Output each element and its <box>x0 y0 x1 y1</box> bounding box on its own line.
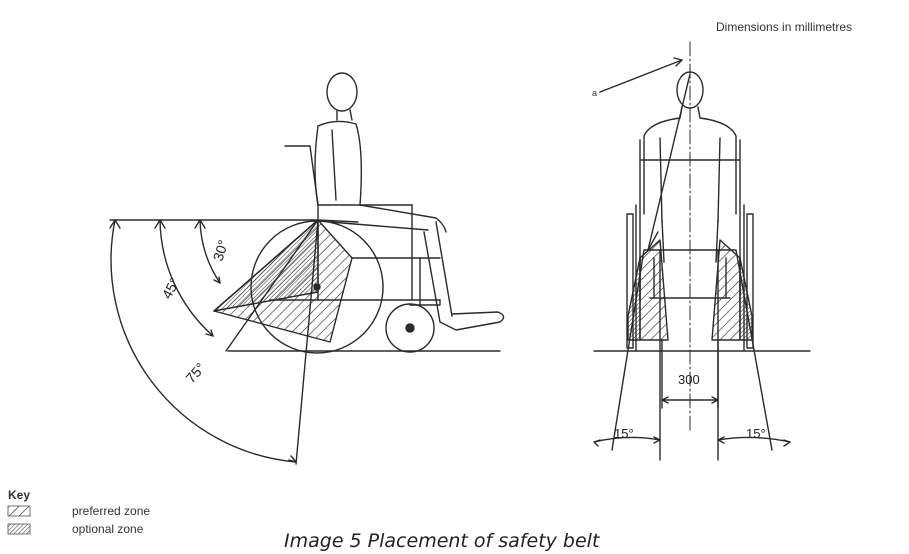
arc-30 <box>199 219 221 284</box>
key-optional-row: optional zone <box>8 522 143 536</box>
label-front-left-15: 15° <box>614 426 634 441</box>
side-head <box>326 72 358 112</box>
dimension-300: 300 <box>678 372 700 387</box>
front-head <box>676 71 704 109</box>
key-preferred-row: preferred zone <box>8 504 150 518</box>
units-note: Dimensions in millimetres <box>716 20 853 34</box>
key-optional-swatch <box>7 523 31 535</box>
key-title: Key <box>8 488 31 502</box>
label-45-deg: 45° <box>159 275 183 301</box>
arc-45 <box>159 219 214 337</box>
rear-wheel <box>250 220 384 354</box>
front-view <box>593 41 811 461</box>
leader-label-a: a <box>592 88 597 98</box>
key-preferred-swatch <box>7 505 31 517</box>
front-left-optional-zone <box>627 257 641 341</box>
key-optional-label: optional zone <box>72 522 144 536</box>
label-30-deg: 30° <box>210 238 232 263</box>
label-75-deg: 75° <box>182 360 208 386</box>
arc-75 <box>110 219 297 463</box>
figure-caption: Image 5 Placement of safety belt <box>284 530 600 552</box>
side-preferred-zone <box>213 219 353 343</box>
label-front-right-15: 15° <box>746 426 766 441</box>
key-preferred-label: preferred zone <box>72 504 151 518</box>
front-caster <box>385 303 435 353</box>
side-view <box>109 72 505 465</box>
